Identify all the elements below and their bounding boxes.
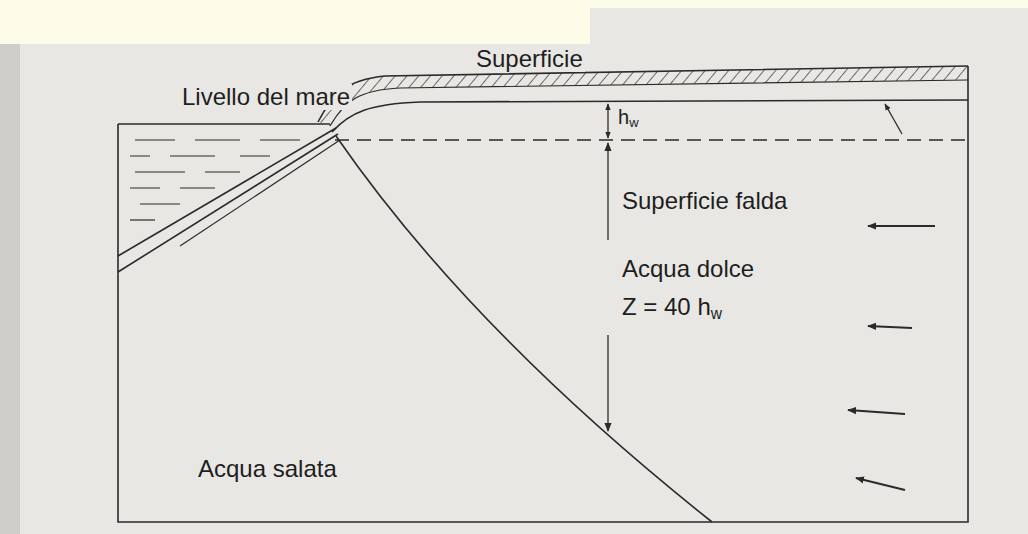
soil-base (330, 80, 968, 126)
water-table (332, 100, 968, 132)
corner-panel (590, 0, 1028, 8)
seabed-line (118, 134, 338, 272)
leader-line (885, 104, 902, 134)
surface-label: Superficie (474, 46, 585, 72)
hw-label: hw (616, 106, 641, 128)
z-dimension-up (607, 143, 608, 240)
sea-water-dashes (130, 140, 300, 220)
sea-level-dashed (335, 139, 968, 140)
ground-surface (318, 66, 968, 122)
sea-level-line (118, 123, 330, 125)
edge-strip (0, 44, 20, 534)
flow-arrows (848, 226, 935, 490)
section-frame (118, 66, 968, 522)
salt-water-label: Acqua salata (196, 456, 339, 482)
depth-formula-label: Z = 40 hw (620, 294, 724, 320)
sea-level-label: Livello del mare (180, 84, 352, 110)
z-dimension-down (607, 335, 608, 431)
fresh-water-label: Acqua dolce (620, 256, 756, 282)
water-table-label: Superficie falda (620, 188, 789, 214)
seabed-line (118, 128, 336, 256)
corner-panel (0, 0, 590, 44)
hw-dimension (607, 104, 608, 138)
soil-hatch (318, 66, 968, 126)
